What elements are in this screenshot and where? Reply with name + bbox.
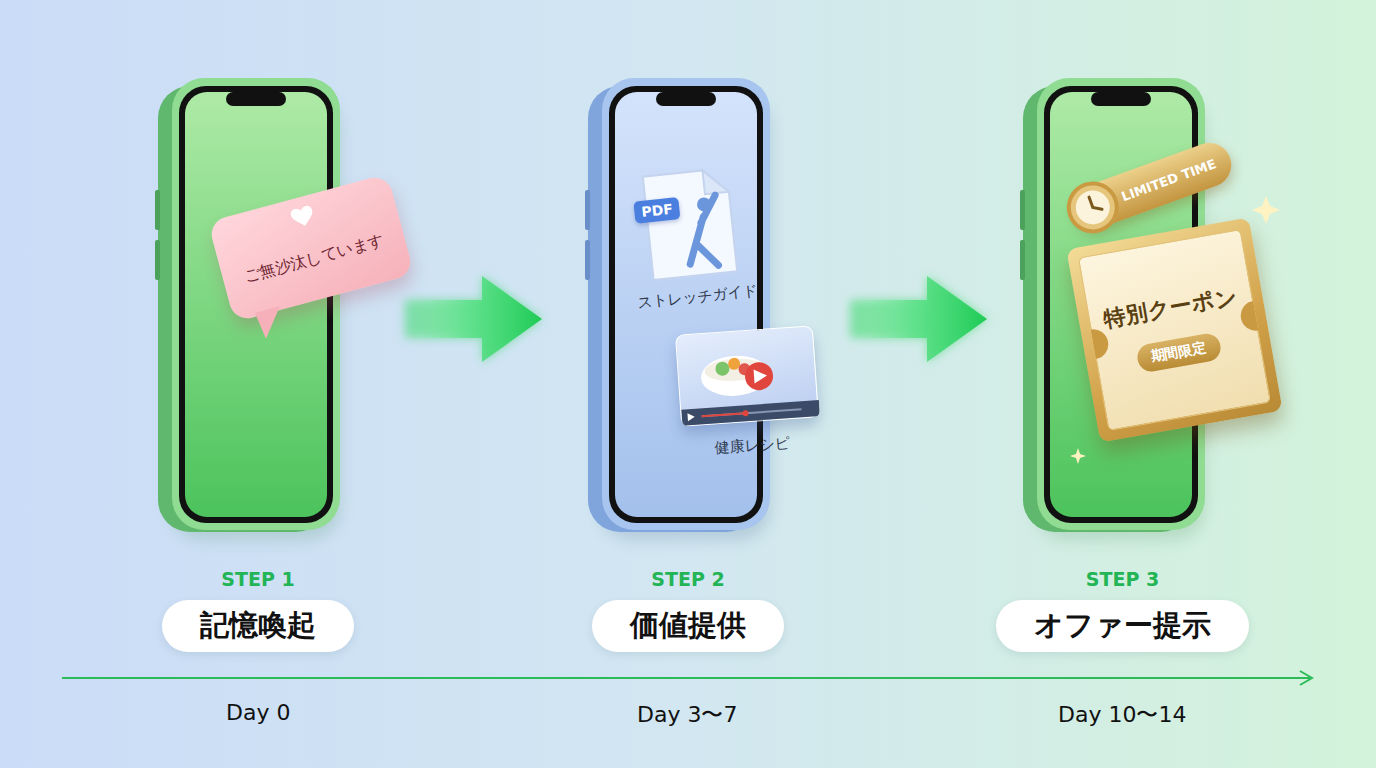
video-thumbnail-part [681, 400, 820, 426]
step-label: STEP 2 価値提供 [592, 568, 784, 652]
flow-arrow-part [850, 276, 987, 362]
flow-arrow-part [405, 276, 542, 362]
step-number: STEP 2 [651, 568, 724, 590]
heart-icon-part [290, 205, 316, 229]
sparkle-part [1070, 448, 1086, 464]
step-label: STEP 1 記憶喚起 [162, 568, 354, 652]
phone-blue-part [585, 190, 590, 230]
phone-green-part [1091, 92, 1151, 106]
video-thumbnail-part [702, 412, 746, 417]
flow-arrow [405, 276, 542, 362]
coupon-ticket: 特別クーポン期間限定 [1066, 217, 1282, 442]
video-thumbnail-part [742, 410, 748, 416]
timeline-arrow-part [62, 677, 1310, 679]
day-label: Day 10〜14 [1058, 700, 1186, 730]
phone-green-part [1020, 240, 1025, 280]
step-title: 記憶喚起 [200, 606, 316, 646]
day-label: Day 3〜7 [637, 700, 737, 730]
file-page-part [683, 195, 722, 268]
file-page [638, 163, 741, 284]
video-thumbnail-part [754, 369, 768, 384]
phone-green-part [226, 92, 286, 106]
file-page-part [702, 168, 728, 194]
phone-blue-part [656, 92, 716, 106]
file-badge: PDF [633, 197, 681, 224]
coupon-panel: 特別クーポン期間限定 [1078, 229, 1271, 431]
step-title: 価値提供 [630, 606, 746, 646]
phone-blue [585, 78, 770, 540]
phone-blue-part [602, 78, 770, 530]
file-page-part [643, 168, 737, 280]
step-title: オファー提示 [1034, 606, 1211, 646]
phone-green-part [155, 190, 160, 230]
step-pill: 価値提供 [592, 600, 784, 652]
flow-arrow [850, 276, 987, 362]
clock-icon-part [1059, 174, 1126, 241]
step-number: STEP 1 [221, 568, 294, 590]
pdf-file-icon: PDFストレッチガイド [638, 163, 741, 284]
timeline-arrow-part [1300, 671, 1312, 685]
video-thumbnail-part [700, 354, 771, 399]
step-pill: 記憶喚起 [162, 600, 354, 652]
video-thumbnail-part [744, 361, 774, 391]
timeline-arrow [62, 671, 1312, 685]
phone-green-part [155, 240, 160, 280]
clock-icon-part [1065, 179, 1121, 235]
video-thumbnail-part [687, 413, 695, 421]
video-thumbnail-part [715, 361, 730, 376]
card-caption: 健康レシピ [714, 434, 790, 458]
day-label: Day 0 [226, 700, 290, 725]
coupon-title: 特別クーポン [1102, 282, 1240, 335]
video-card: 健康レシピ [675, 325, 819, 426]
ticket-notch [1237, 301, 1258, 333]
step-number: STEP 3 [1086, 568, 1159, 590]
step-label: STEP 3 オファー提示 [996, 568, 1249, 652]
heart-icon [290, 205, 316, 230]
video-thumbnail [676, 326, 820, 427]
step-pill: オファー提示 [996, 600, 1249, 652]
clock-icon-part [1071, 186, 1115, 230]
ticket-notch-part [1238, 301, 1258, 333]
phone-green-part [1020, 190, 1025, 230]
phone-blue-part [585, 240, 590, 280]
video-thumbnail-part [702, 408, 802, 417]
coupon-tag: 期間限定 [1135, 332, 1223, 374]
clock-icon-part [1089, 194, 1102, 212]
bubble-text: ご無沙汰しています [242, 230, 387, 288]
phone-blue-part [609, 86, 763, 523]
flow-arrow-part [405, 276, 542, 362]
flow-arrow-part [850, 276, 987, 362]
sparkle-part [1252, 196, 1280, 224]
bubble-tail-part [255, 306, 287, 340]
